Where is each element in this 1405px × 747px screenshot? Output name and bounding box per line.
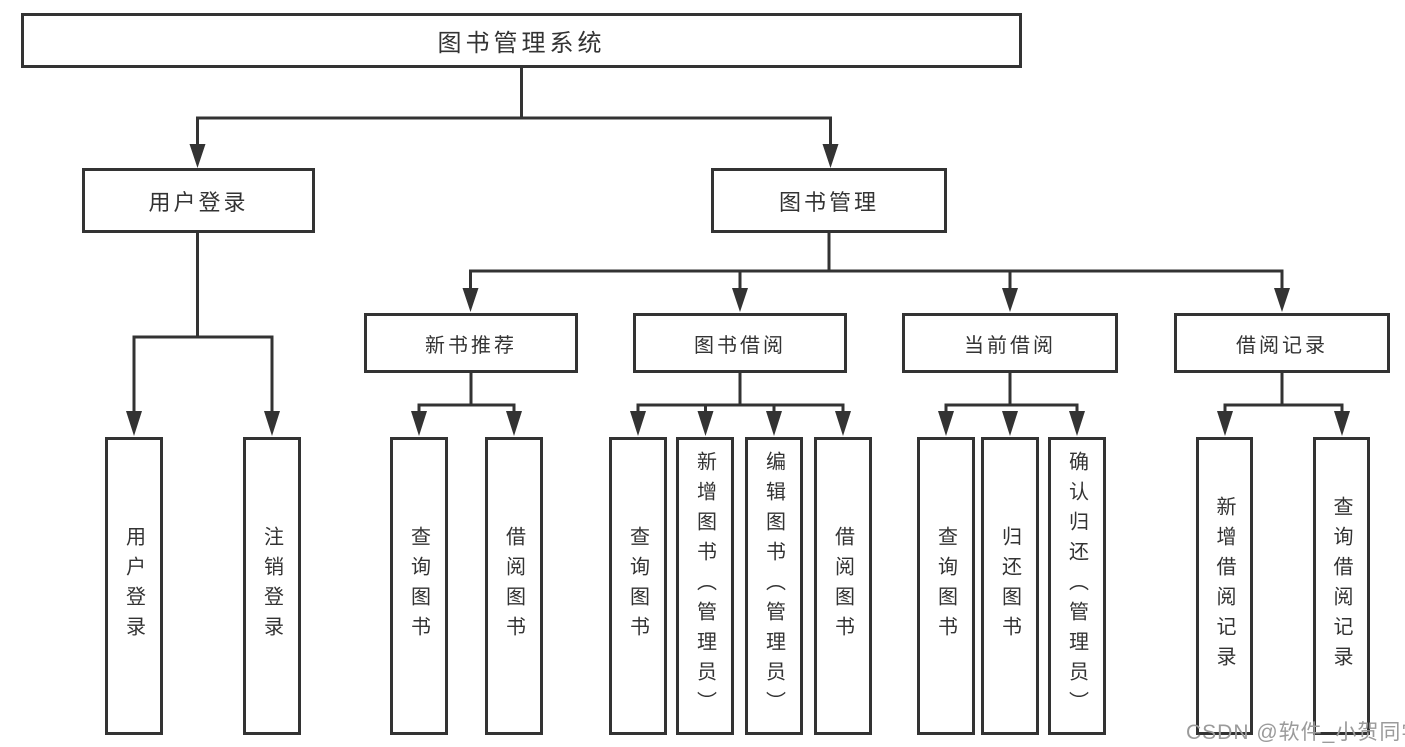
node-query-borrow-record: 查询借阅记录 xyxy=(1313,437,1370,735)
node-book-borrowing: 图书借阅 xyxy=(633,313,847,373)
node-label: 查询图书 xyxy=(626,526,649,646)
node-new-book-recommend: 新书推荐 xyxy=(364,313,578,373)
node-label: 新增图书（管理员） xyxy=(693,451,716,721)
connector-line xyxy=(132,68,1344,413)
node-query-books-current: 查询图书 xyxy=(917,437,975,735)
node-borrowing-records: 借阅记录 xyxy=(1174,313,1390,373)
node-label: 查询图书 xyxy=(407,526,430,646)
node-current-borrowing: 当前借阅 xyxy=(902,313,1118,373)
node-label: 归还图书 xyxy=(998,526,1021,646)
node-label: 编辑图书（管理员） xyxy=(762,451,785,721)
node-label: 查询图书 xyxy=(934,526,957,646)
node-label: 用户登录 xyxy=(122,526,145,646)
node-label: 借阅图书 xyxy=(502,526,525,646)
node-edit-books-admin: 编辑图书（管理员） xyxy=(745,437,803,735)
node-add-borrow-record: 新增借阅记录 xyxy=(1196,437,1253,735)
node-user-login: 用户登录 xyxy=(105,437,163,735)
node-borrow-books: 借阅图书 xyxy=(814,437,872,735)
node-label: 确认归还（管理员） xyxy=(1065,451,1088,721)
node-borrow-books-recommend: 借阅图书 xyxy=(485,437,543,735)
node-logout: 注销登录 xyxy=(243,437,301,735)
node-query-books-borrowing: 查询图书 xyxy=(609,437,667,735)
node-root: 图书管理系统 xyxy=(21,13,1022,68)
node-label: 查询借阅记录 xyxy=(1330,496,1352,676)
node-label: 借阅图书 xyxy=(831,526,854,646)
node-confirm-return-admin: 确认归还（管理员） xyxy=(1048,437,1106,735)
node-label: 新增借阅记录 xyxy=(1213,496,1235,676)
watermark: CSDN @软件_小贺同学 xyxy=(1186,721,1405,744)
arrow-down-icon xyxy=(126,144,1350,436)
node-label: 注销登录 xyxy=(260,526,283,646)
node-query-books-recommend: 查询图书 xyxy=(390,437,448,735)
node-book-management-branch: 图书管理 xyxy=(711,168,947,233)
node-return-books: 归还图书 xyxy=(981,437,1039,735)
node-user-login-branch: 用户登录 xyxy=(82,168,315,233)
node-add-books-admin: 新增图书（管理员） xyxy=(676,437,734,735)
